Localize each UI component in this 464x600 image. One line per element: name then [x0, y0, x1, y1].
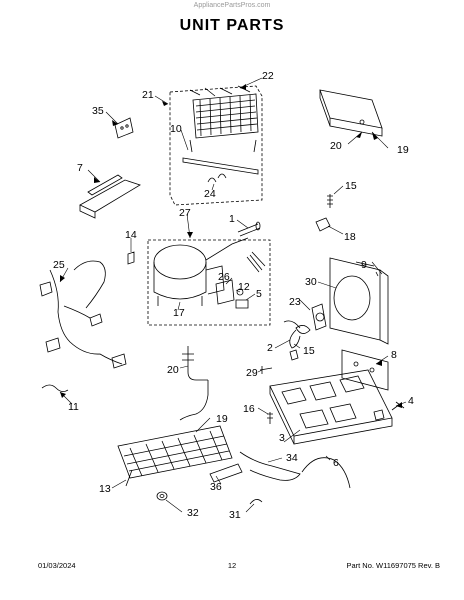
callout-label: 31 — [229, 509, 241, 521]
footer-page-number: 12 — [227, 561, 237, 570]
clip-11 — [41, 384, 69, 392]
drier-1 — [237, 221, 261, 237]
callout-labels: 22 21 35 10 24 7 20 19 15 18 27 1 14 25 … — [53, 70, 414, 521]
callout-label: 22 — [262, 70, 274, 82]
callout-label: 1 — [229, 213, 235, 225]
callout-label: 5 — [256, 288, 262, 300]
tube-6 — [301, 457, 351, 489]
callout-label: 14 — [125, 229, 137, 241]
callout-label: 15 — [345, 180, 357, 192]
callout-label: 6 — [333, 457, 339, 469]
callout-label: 36 — [210, 481, 222, 493]
callout-label: 21 — [142, 89, 154, 101]
callout-label: 8 — [391, 349, 397, 361]
callout-label: 12 — [238, 281, 250, 293]
drain-trough-20 — [319, 89, 383, 137]
screw-16 — [327, 194, 333, 208]
callout-label: 11 — [68, 401, 79, 413]
bracket-34 — [114, 117, 134, 139]
tube-35 — [239, 451, 301, 481]
callout-label: 15 — [303, 345, 315, 357]
page-title: UNIT PARTS — [179, 17, 285, 34]
callout-label: 18 — [344, 231, 356, 243]
callout-label: 19 — [397, 144, 409, 156]
bracket-8 — [341, 349, 389, 391]
callout-label: 20 — [167, 364, 179, 376]
callout-label: 17 — [173, 307, 185, 319]
clip-32 — [249, 499, 263, 505]
callout-label: 24 — [204, 188, 216, 200]
clip-19 — [315, 217, 331, 232]
pad-36 — [209, 463, 243, 483]
callout-label: 25 — [53, 259, 65, 271]
footer-date: 01/03/2024 — [38, 561, 76, 570]
watermark: AppliancePartsPros.com — [193, 2, 271, 9]
callout-label: 19 — [216, 413, 228, 425]
callout-label: 9 — [361, 259, 367, 271]
callout-label: 3 — [279, 432, 285, 444]
callout-label: 10 — [170, 123, 182, 135]
callout-label: 30 — [305, 276, 317, 288]
fan-motor-24 — [283, 303, 327, 361]
leader-arrowheads — [60, 84, 402, 408]
callout-label: 2 — [267, 342, 273, 354]
callout-label: 35 — [92, 105, 104, 117]
base-pan-3 — [269, 369, 405, 445]
compressor-assembly — [147, 237, 271, 326]
callout-label: 29 — [246, 367, 258, 379]
callout-label: 16 — [243, 403, 255, 415]
wire-harness-26 — [39, 260, 127, 369]
condenser-coil-18 — [117, 425, 233, 487]
evaporator-assembly — [169, 85, 263, 206]
callout-label: 23 — [289, 296, 301, 308]
fan-shroud-31 — [329, 257, 389, 345]
callout-label: 7 — [77, 162, 83, 174]
relay-14 — [127, 251, 135, 265]
leader-lines — [59, 77, 407, 513]
callout-label: 20 — [330, 140, 342, 152]
callout-label: 13 — [99, 483, 111, 495]
grommet-33 — [156, 491, 168, 501]
callout-label: 4 — [408, 395, 414, 407]
duct-assembly-7 — [79, 174, 141, 219]
callout-label: 27 — [179, 207, 191, 219]
tube-21 — [179, 346, 209, 421]
callout-label: 34 — [286, 452, 298, 464]
callout-label: 32 — [187, 507, 199, 519]
footer-part-number: Part No. W11697075 Rev. B — [346, 561, 440, 570]
callout-label: 26 — [218, 271, 230, 283]
